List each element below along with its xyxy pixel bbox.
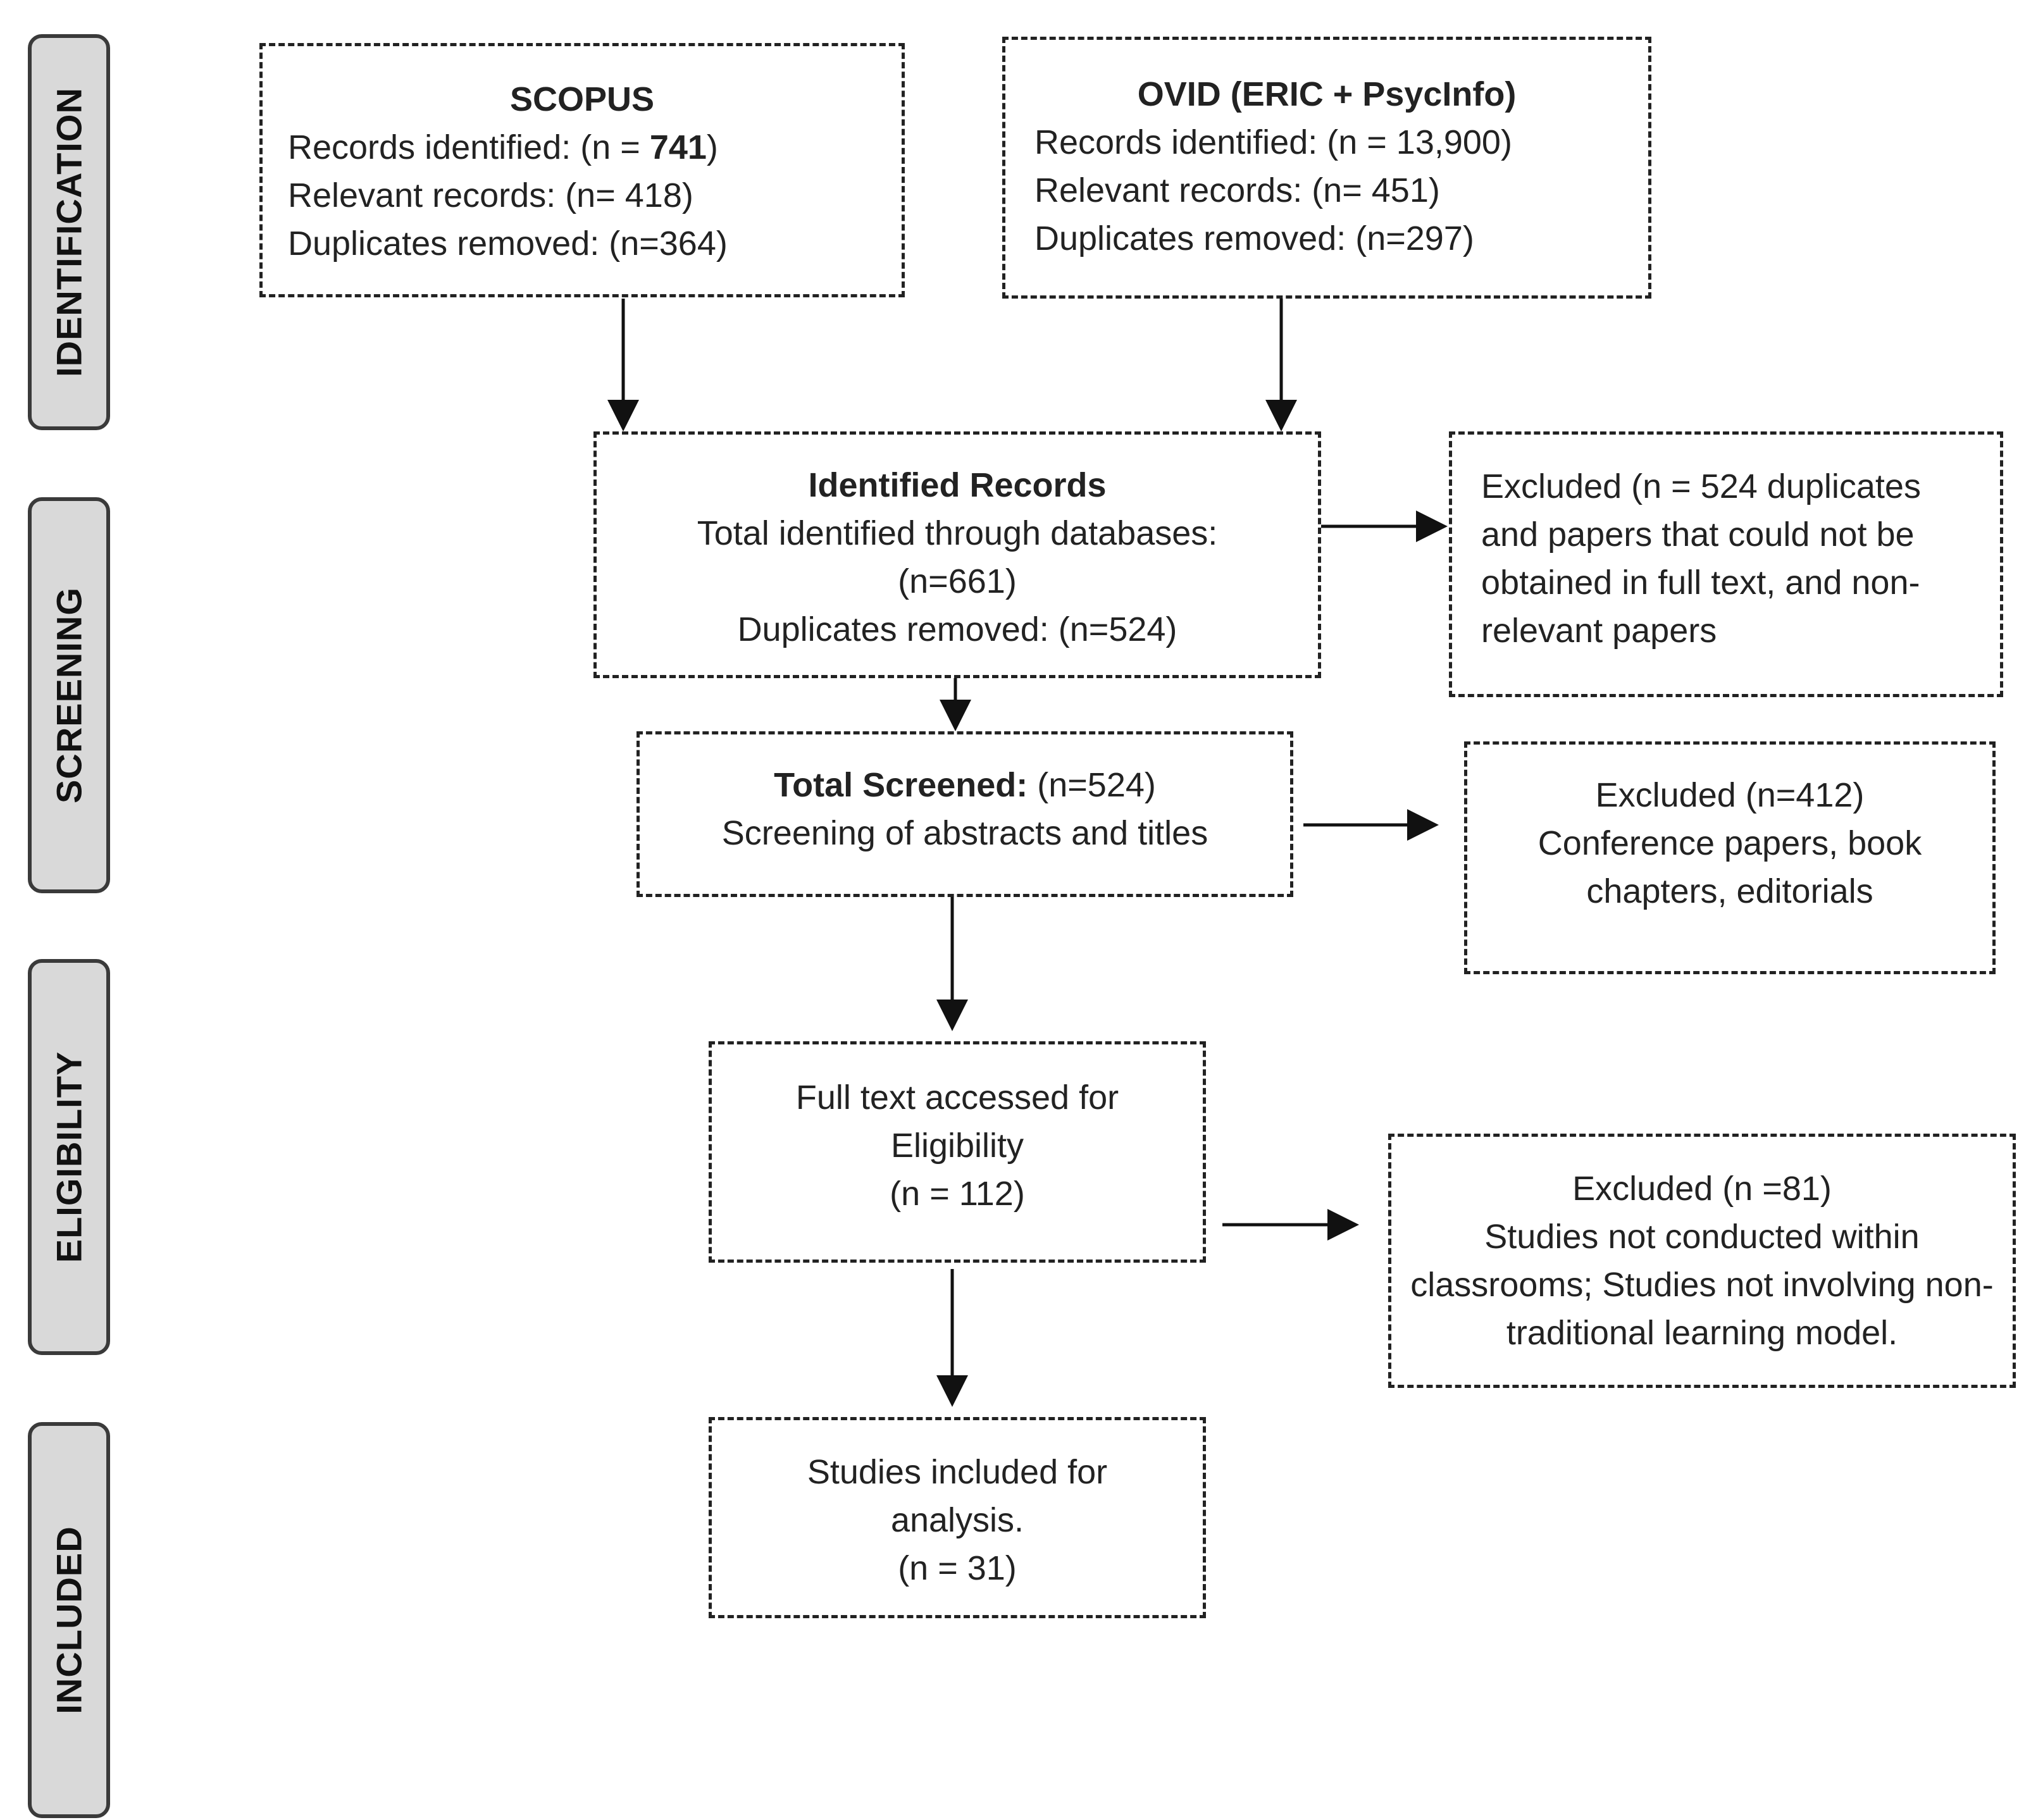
full-text-label: Full text accessed for Eligibility [795, 1079, 1119, 1165]
scopus-records-value: 741 [649, 128, 707, 166]
identified-records-box: Identified Records Total identified thro… [593, 431, 1321, 678]
scopus-records: Records identified: (n = 741) [288, 123, 902, 171]
excluded-eligibility-box: Excluded (n =81) Studies not conducted w… [1388, 1134, 2016, 1388]
excluded-screening-count: Excluded (n=412) [1595, 776, 1865, 814]
ovid-duplicates: Duplicates removed: (n=297) [1034, 220, 1474, 257]
screened-detail: Screening of abstracts and titles [721, 814, 1208, 852]
identified-total: Total identified through databases: [697, 514, 1218, 552]
studies-included-label: Studies included for analysis. [807, 1453, 1108, 1539]
scopus-duplicates: Duplicates removed: (n=364) [288, 225, 728, 263]
excluded-duplicates-box: Excluded (n = 524 duplicates and papers … [1449, 431, 2003, 697]
scopus-records-label: Records identified: (n = [288, 128, 650, 166]
ovid-title: OVID (ERIC + PsycInfo) [1137, 75, 1517, 113]
excluded-screening-box: Excluded (n=412) Conference papers, book… [1464, 741, 1996, 974]
identified-title: Identified Records [808, 466, 1107, 504]
excluded-screening-reasons: Conference papers, book chapters, editor… [1537, 824, 1922, 910]
total-screened-box: Total Screened: (n=524) Screening of abs… [637, 731, 1293, 897]
ovid-box: OVID (ERIC + PsycInfo) Records identifie… [1002, 37, 1651, 299]
identified-total-n: (n=661) [898, 562, 1017, 600]
scopus-box: SCOPUS Records identified: (n = 741) Rel… [259, 43, 905, 297]
scopus-relevant: Relevant records: (n= 418) [288, 176, 693, 214]
ovid-records: Records identified: (n = 13,900) [1034, 123, 1512, 161]
stage-tab-included: INCLUDED [28, 1422, 110, 1818]
stage-tab-identification: IDENTIFICATION [28, 34, 110, 430]
excluded-duplicates-text: Excluded (n = 524 duplicates and papers … [1481, 467, 1921, 650]
scopus-records-suffix: ) [706, 128, 718, 166]
stage-tab-screening: SCREENING [28, 497, 110, 893]
stage-tab-eligibility: ELIGIBILITY [28, 959, 110, 1355]
screened-title-line: Total Screened: (n=524) [646, 761, 1284, 809]
scopus-title: SCOPUS [509, 80, 655, 118]
studies-included-box: Studies included for analysis. (n = 31) [709, 1417, 1206, 1618]
full-text-box: Full text accessed for Eligibility (n = … [709, 1041, 1206, 1263]
identified-duplicates: Duplicates removed: (n=524) [737, 610, 1177, 648]
full-text-count: (n = 112) [890, 1175, 1025, 1213]
excluded-eligibility-reasons: Studies not conducted within classrooms;… [1410, 1218, 1994, 1352]
screened-title: Total Screened: [774, 766, 1028, 804]
studies-included-count: (n = 31) [898, 1549, 1017, 1587]
screened-title-n: (n=524) [1028, 766, 1156, 804]
excluded-eligibility-count: Excluded (n =81) [1572, 1170, 1832, 1208]
ovid-relevant: Relevant records: (n= 451) [1034, 171, 1440, 209]
